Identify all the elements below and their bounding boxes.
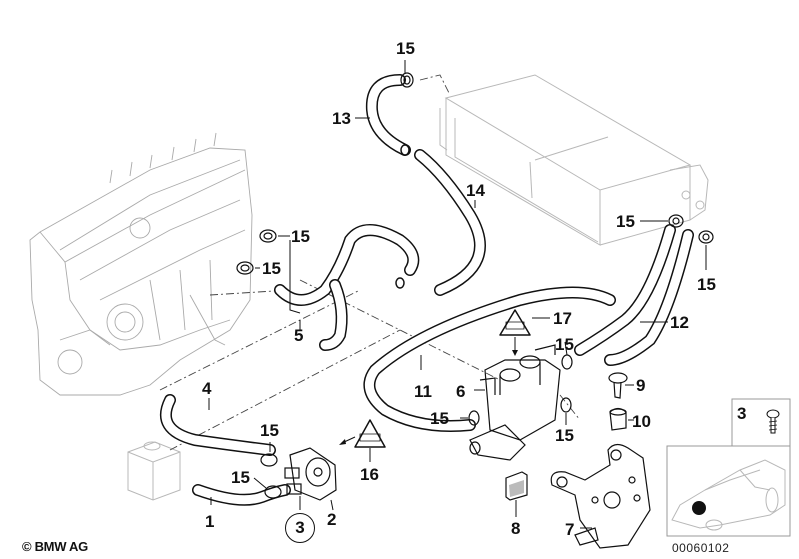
label-15-g: 15 <box>430 409 449 428</box>
label-7: 7 <box>565 520 575 539</box>
clamp <box>400 72 414 88</box>
inset-car-illustration <box>671 459 786 531</box>
auxiliary-water-pump <box>284 447 337 501</box>
label-12: 12 <box>670 313 689 332</box>
label-11: 11 <box>414 382 432 401</box>
label-3-circled: 3 <box>285 513 315 543</box>
hose-12 <box>574 224 694 366</box>
caution-label-16 <box>339 419 386 448</box>
clamp <box>264 485 282 499</box>
inset <box>666 398 791 537</box>
inset-screw-icon <box>766 409 780 434</box>
label-4: 4 <box>202 379 212 398</box>
label-15-h: 15 <box>555 426 574 445</box>
inset-label-3: 3 <box>737 404 747 423</box>
label-10: 10 <box>632 412 651 431</box>
label-15-f: 15 <box>555 335 574 354</box>
rubber-grommet <box>609 407 627 431</box>
expansion-tank <box>127 441 181 501</box>
water-valve <box>469 344 561 461</box>
clamp <box>560 397 572 413</box>
hose-4 <box>160 394 276 456</box>
inset-car-box <box>666 445 791 537</box>
label-14: 14 <box>466 181 485 200</box>
label-6: 6 <box>456 382 466 401</box>
clamp <box>668 214 684 228</box>
hose-13 <box>365 74 411 156</box>
label-15-j: 15 <box>231 468 250 487</box>
rubber-mount <box>505 471 528 501</box>
engine-block <box>29 132 253 396</box>
label-15-c: 15 <box>262 259 281 278</box>
clamp <box>260 453 278 467</box>
bracket <box>550 443 651 549</box>
hose-clamps <box>236 72 714 499</box>
clamp <box>468 410 480 426</box>
label-15-d: 15 <box>616 212 635 231</box>
label-8: 8 <box>511 519 521 538</box>
hose-14 <box>395 149 486 296</box>
label-15-i: 15 <box>260 421 279 440</box>
label-9: 9 <box>636 376 646 395</box>
label-16: 16 <box>360 465 379 484</box>
label-5: 5 <box>294 326 304 345</box>
hose-5 <box>274 224 420 351</box>
diagram-id: 00060102 <box>672 541 730 555</box>
label-15-a: 15 <box>396 39 415 58</box>
caution-label-17 <box>499 309 531 356</box>
clamp <box>259 229 277 243</box>
label-15-e: 15 <box>697 275 716 294</box>
clamp <box>561 354 573 370</box>
heater-core <box>439 74 709 246</box>
label-1: 1 <box>205 512 215 531</box>
label-2: 2 <box>327 510 337 529</box>
label-13: 13 <box>332 109 351 128</box>
clamp <box>698 230 714 244</box>
screw <box>608 372 628 399</box>
location-dot-icon <box>692 501 706 515</box>
leader-lines <box>208 60 707 529</box>
label-3-text: 3 <box>295 518 305 537</box>
label-17: 17 <box>553 309 572 328</box>
clamp <box>236 261 254 275</box>
label-15-b: 15 <box>291 227 310 246</box>
hose-11 <box>363 286 616 432</box>
hose-1 <box>192 484 291 506</box>
copyright-notice: © BMW AG <box>22 539 88 554</box>
